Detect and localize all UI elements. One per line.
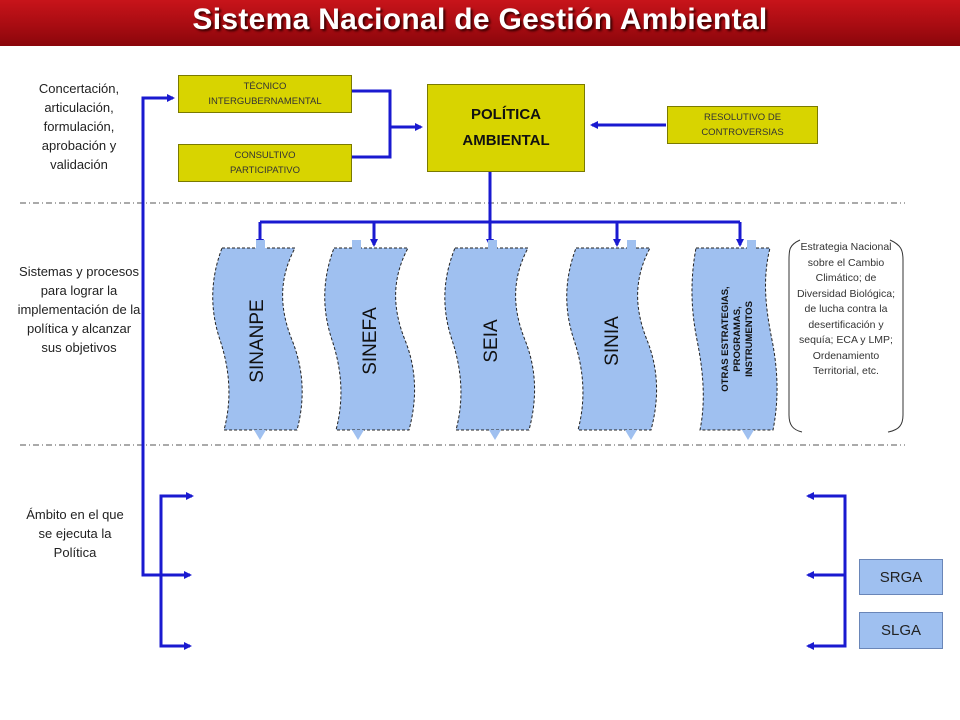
resolutivo-controversias-box: RESOLUTIVO DE CONTROVERSIAS xyxy=(667,106,818,144)
system-label-otras: OTRAS ESTRATEGIAS, PROGRAMAS, INSTRUMENT… xyxy=(720,286,755,392)
resolutivo-controversias-label: RESOLUTIVO DE CONTROVERSIAS xyxy=(701,112,784,138)
banner-sinefa-bottom-tab xyxy=(352,430,364,440)
banner-seia xyxy=(444,247,536,431)
title-bar xyxy=(0,0,960,46)
note-bracket-right xyxy=(887,239,904,433)
system-label-sinefa: SINEFA xyxy=(360,307,381,375)
banner-otras-bottom-tab xyxy=(742,430,754,440)
connector-bottom-left xyxy=(159,494,192,650)
srga-label: SRGA xyxy=(879,568,923,586)
banner-sinanpe-top-nub xyxy=(256,240,265,250)
page-title: Sistema Nacional de Gestión Ambiental xyxy=(192,3,768,36)
system-label-sinia: SINIA xyxy=(602,316,623,366)
banner-sinefa-top-nub xyxy=(352,240,361,250)
tecnico-intergubernamental-box: TÉCNICO INTERGUBERNAMENTAL xyxy=(178,75,352,113)
system-label-seia: SEIA xyxy=(481,319,502,363)
connector-left-main xyxy=(141,96,192,579)
tecnico-intergubernamental-label: TÉCNICO INTERGUBERNAMENTAL xyxy=(208,81,322,107)
connector-bottom-right xyxy=(813,494,847,648)
banner-sinefa xyxy=(324,247,416,431)
estrategias-note: Estrategia Nacional sobre el Cambio Clim… xyxy=(796,241,896,377)
slga-label: SLGA xyxy=(880,622,922,639)
banner-seia-bottom-tab xyxy=(489,430,501,440)
connector-tecnico-politica xyxy=(352,89,392,159)
politica-ambiental-label: POLÍTICA AMBIENTAL xyxy=(462,106,550,149)
banner-sinia-bottom-tab xyxy=(625,430,637,440)
row-label-ambito: Ámbito en el que se ejecuta la Política xyxy=(26,507,124,560)
banner-sinanpe-bottom-tab xyxy=(254,430,266,440)
banner-seia-top-nub xyxy=(488,240,497,250)
row-label-concertacion: Concertación, articulación, formulación,… xyxy=(38,81,120,172)
banner-otras xyxy=(691,247,778,431)
banner-sinanpe xyxy=(212,247,303,431)
banner-sinia xyxy=(566,247,658,431)
note-bracket-left xyxy=(788,239,803,433)
srga-box: SRGA xyxy=(859,559,943,595)
system-label-sinanpe: SINANPE xyxy=(247,299,268,383)
consultivo-participativo-box: CONSULTIVO PARTICIPATIVO xyxy=(178,144,352,182)
slga-box: SLGA xyxy=(859,612,943,649)
politica-ambiental-box: POLÍTICA AMBIENTAL xyxy=(427,84,585,172)
banner-otras-top-nub xyxy=(747,240,756,250)
banner-sinia-top-nub xyxy=(627,240,636,250)
consultivo-participativo-label: CONSULTIVO PARTICIPATIVO xyxy=(229,150,301,176)
row-label-sistemas: Sistemas y procesos para lograr la imple… xyxy=(17,264,141,355)
